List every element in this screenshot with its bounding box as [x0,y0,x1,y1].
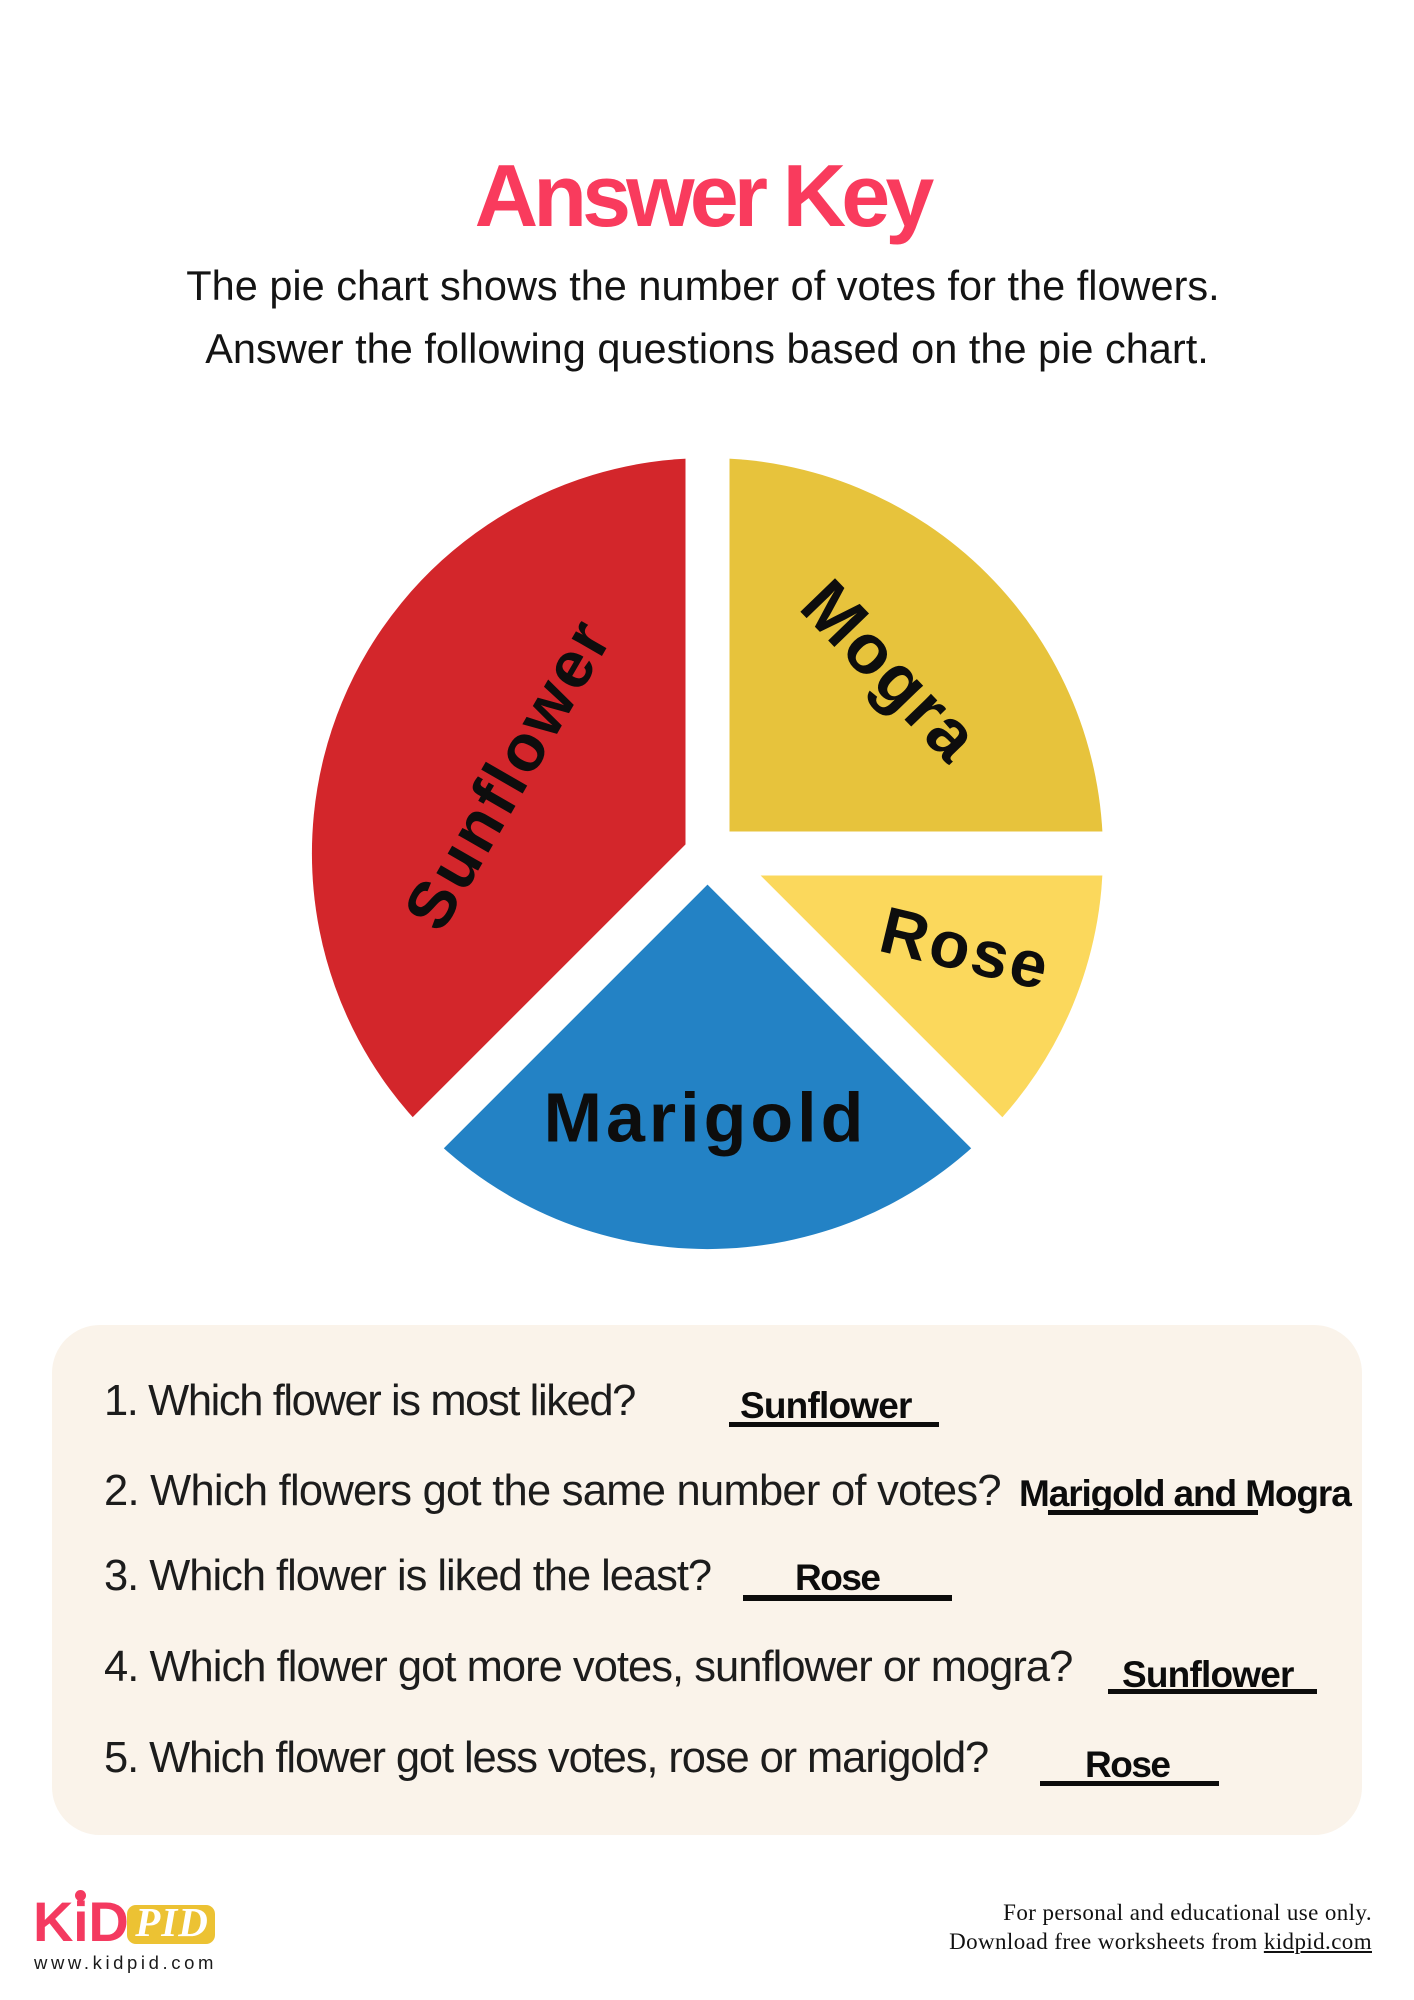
svg-text:Marigold: Marigold [544,1079,868,1157]
